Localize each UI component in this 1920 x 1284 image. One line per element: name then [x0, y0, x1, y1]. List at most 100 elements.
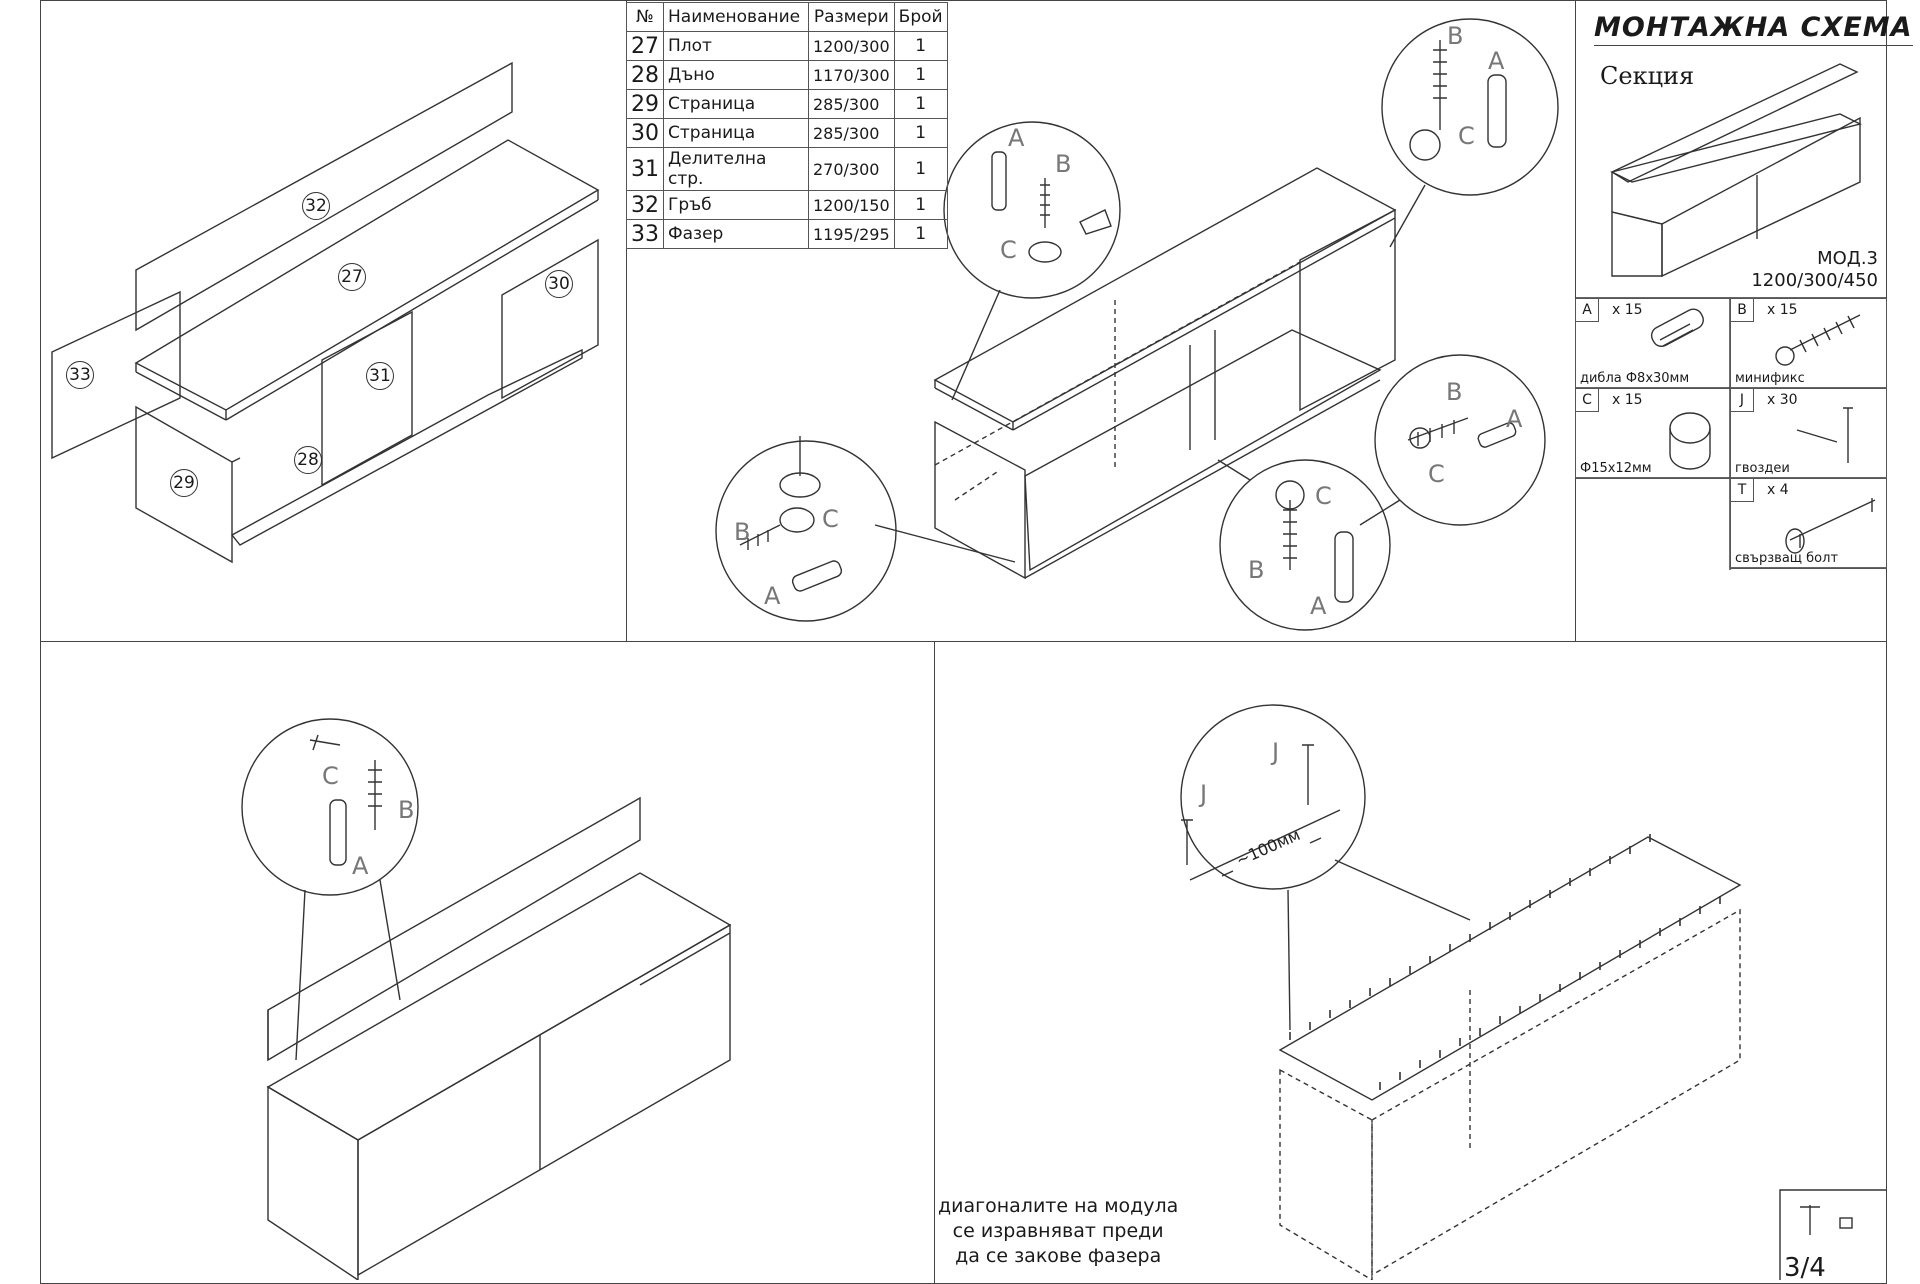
detail-letter-c: C [1315, 482, 1332, 510]
cell-qty: 1 [893, 118, 948, 148]
note-line: се изравняват преди [952, 1220, 1164, 1242]
cell-size: 285/300 [808, 89, 895, 119]
page-title: МОНТАЖНА СХЕМА [1594, 12, 1913, 46]
detail-letter-c: C [322, 762, 339, 790]
note-line: да се закове фазера [955, 1245, 1162, 1267]
model-dimensions: 1200/300/450 [1751, 270, 1878, 291]
hardware-item-t: T x 4 свързващ болт [1730, 478, 1887, 569]
dowel-icon [1650, 308, 1704, 348]
hardware-letter: J [1731, 389, 1754, 412]
exploded-view-drawing [51, 61, 600, 564]
detail-letter-b: B [1446, 378, 1463, 406]
hardware-desc: минификс [1735, 371, 1805, 386]
cell-no: 27 [626, 31, 664, 61]
model-name: МОД.3 [1817, 248, 1878, 269]
cell-name: Дъно [663, 60, 809, 90]
hardware-item-c: C x 15 Ф15х12мм [1575, 388, 1731, 479]
parts-table-header: № Наименование Размери Брой [626, 2, 948, 32]
cell-qty: 1 [893, 60, 948, 90]
cell-no: 30 [626, 118, 664, 148]
cell-size: 1195/295 [808, 219, 895, 249]
hardware-count: x 15 [1612, 392, 1643, 408]
detail-letter-b: B [734, 518, 751, 546]
fazer-nailing-drawing [1180, 704, 1742, 1280]
col-size: Размери [808, 2, 895, 32]
part-label-31: 31 [366, 362, 394, 390]
hardware-item-b: B x 15 минификс [1730, 298, 1887, 389]
detail-letter-j: J [1272, 738, 1280, 766]
page-number-box [1779, 1189, 1887, 1280]
page-subtitle: Секция [1600, 62, 1695, 90]
cell-qty: 1 [893, 31, 948, 61]
cell-qty: 1 [893, 147, 948, 191]
detail-letter-c: C [1428, 460, 1445, 488]
part-label-33: 33 [66, 361, 94, 389]
cell-no: 29 [626, 89, 664, 119]
part-label-28: 28 [294, 446, 322, 474]
hardware-count: x 4 [1767, 482, 1789, 498]
hardware-letter: A [1576, 299, 1599, 322]
back-rail-assembly-drawing [241, 718, 732, 1280]
part-label-30: 30 [545, 270, 573, 298]
cell-no: 32 [626, 190, 664, 220]
cell-size: 270/300 [808, 147, 895, 191]
cell-size: 285/300 [808, 118, 895, 148]
detail-letter-c: C [822, 505, 839, 533]
note-line: диагоналите на модула [938, 1195, 1179, 1217]
minifix-bolt-icon [1775, 314, 1861, 366]
cell-no: 31 [626, 147, 664, 191]
hardware-count: x 15 [1612, 302, 1643, 318]
cell-name: Страница [663, 118, 809, 148]
page-number: 3/4 [1784, 1253, 1826, 1283]
detail-letter-a: A [1506, 405, 1523, 433]
col-no: № [626, 2, 664, 32]
detail-letter-j: J [1200, 780, 1208, 808]
cell-no: 28 [626, 60, 664, 90]
detail-letter-b: B [1447, 22, 1464, 50]
hardware-desc: дибла Ф8х30мм [1580, 371, 1690, 386]
detail-letter-c: C [1458, 122, 1475, 150]
cell-name: Плот [663, 31, 809, 61]
hardware-letter: C [1576, 389, 1599, 412]
hardware-desc: гвоздеи [1735, 461, 1790, 476]
col-name: Наименование [663, 2, 809, 32]
cell-qty: 1 [893, 89, 948, 119]
detail-letter-a: A [352, 852, 369, 880]
cam-lock-icon [1669, 412, 1711, 470]
hardware-desc: свързващ болт [1735, 551, 1839, 566]
cell-qty: 1 [893, 190, 948, 220]
detail-letter-b: B [398, 796, 415, 824]
part-label-27: 27 [338, 263, 366, 291]
connecting-bolt-icon [1785, 498, 1876, 554]
cell-no: 33 [626, 219, 664, 249]
detail-letter-a: A [1310, 592, 1327, 620]
hardware-desc: Ф15х12мм [1580, 461, 1652, 476]
assembly-note: диагоналите на модула се изравняват пред… [938, 1194, 1178, 1269]
detail-letter-b: B [1055, 150, 1072, 178]
part-label-32: 32 [302, 192, 330, 220]
cell-size: 1170/300 [808, 60, 895, 90]
hardware-count: x 15 [1767, 302, 1798, 318]
cell-name: Страница [663, 89, 809, 119]
hardware-letter: B [1731, 299, 1754, 322]
cell-name: Фазер [663, 219, 809, 249]
cell-name: Гръб [663, 190, 809, 220]
detail-letter-a: A [1008, 124, 1025, 152]
col-qty: Брой [893, 2, 948, 32]
nail-icon [1796, 407, 1853, 463]
hardware-item-a: A x 15 дибла Ф8х30мм [1575, 298, 1731, 389]
detail-letter-a: A [1488, 47, 1505, 75]
cabinet-preview-drawing [1610, 63, 1862, 278]
cell-name: Делителна стр. [663, 147, 809, 191]
detail-letter-a: A [764, 582, 781, 610]
detail-letter-c: C [1000, 236, 1017, 264]
